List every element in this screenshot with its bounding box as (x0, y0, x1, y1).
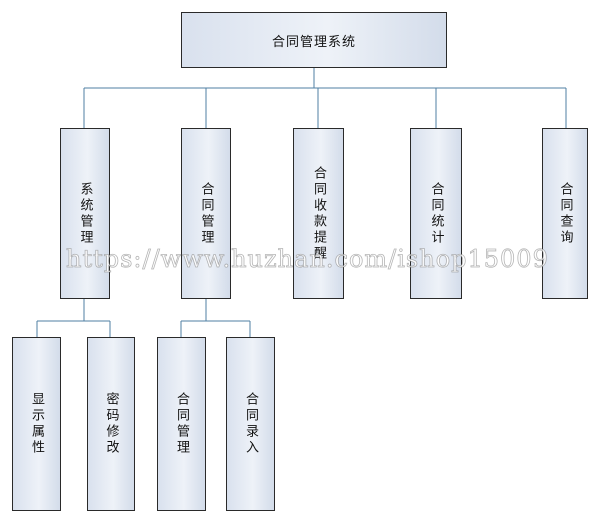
module-label: 合同统计 (428, 181, 444, 246)
module-contract-management: 合同管理 (181, 128, 231, 299)
submodule-label: 密码修改 (103, 392, 119, 456)
module-label: 合同管理 (198, 181, 214, 246)
submodule-label: 显示属性 (29, 392, 44, 456)
module-system-management: 系统管理 (60, 128, 110, 299)
root-label: 合同管理系统 (271, 34, 356, 50)
module-label: 系统管理 (77, 181, 93, 246)
module-contract-query: 合同查询 (542, 128, 588, 299)
module-label: 合同查询 (557, 181, 573, 246)
module-label: 合同收款提醒 (311, 165, 326, 262)
submodule-contract-entry: 合同录入 (226, 337, 275, 511)
submodule-display-properties: 显示属性 (12, 337, 61, 511)
submodule-password-change: 密码修改 (87, 337, 135, 511)
submodule-label: 合同管理 (174, 392, 189, 456)
module-contract-payment-reminder: 合同收款提醒 (293, 128, 344, 299)
root-node: 合同管理系统 (181, 12, 447, 68)
submodule-contract-manage: 合同管理 (157, 337, 206, 511)
submodule-label: 合同录入 (243, 392, 258, 456)
module-contract-statistics: 合同统计 (410, 128, 462, 299)
